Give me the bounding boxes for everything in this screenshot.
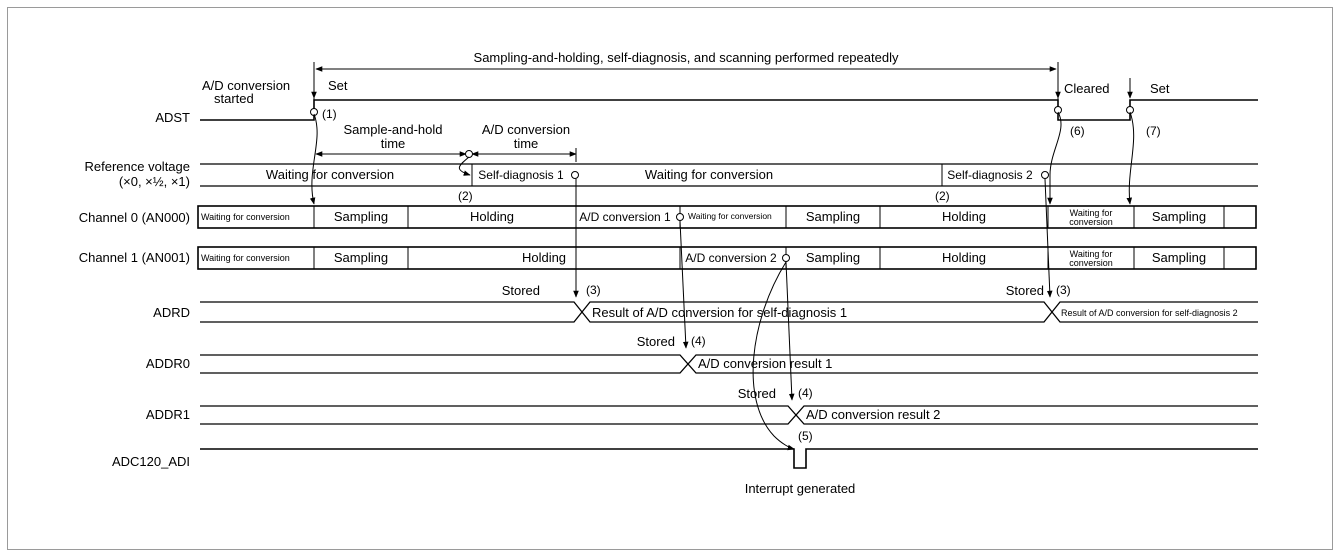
adrd-value-2: Result of A/D conversion for self-diagno… [1061, 308, 1238, 318]
interrupt-text: Interrupt generated [745, 481, 856, 496]
addr1-bus-bottom [200, 414, 1258, 425]
ch0-state-2: Sampling [334, 209, 388, 224]
step-7: (7) [1146, 124, 1161, 138]
step-2b: (2) [935, 189, 950, 203]
step-2a: (2) [458, 189, 473, 203]
ch1-state-2: Sampling [334, 250, 388, 265]
ch0-state-8a: Waiting for [1070, 208, 1113, 218]
step-4a: (4) [691, 334, 706, 348]
ch1-state-5: Sampling [806, 250, 860, 265]
ad-started-text-2: started [214, 91, 254, 106]
addr0-value: A/D conversion result 1 [698, 356, 832, 371]
ad-started-text-1: A/D conversion [202, 78, 290, 93]
adi-waveform [200, 448, 1258, 469]
adrd-value-1: Result of A/D conversion for self-diagno… [592, 305, 847, 320]
causal-arrows [309, 111, 1135, 451]
addr0-bus-bottom [200, 363, 1258, 374]
ch0-state-8b: conversion [1069, 217, 1113, 227]
ch1-ad2-marker [782, 254, 790, 262]
diagram-frame [7, 7, 1333, 550]
ch1-state-7b: conversion [1069, 258, 1113, 268]
ref-waiting-1: Waiting for conversion [266, 167, 394, 182]
ch0-label: Channel 0 (AN000) [79, 210, 190, 225]
event-marker-6 [1054, 106, 1062, 114]
ref-selfdiag-1: Self-diagnosis 1 [478, 168, 564, 182]
ch0-state-3: Holding [470, 209, 514, 224]
ref-selfdiag-2: Self-diagnosis 2 [947, 168, 1033, 182]
step-4b: (4) [798, 386, 813, 400]
event-marker-1 [310, 108, 318, 116]
ch1-state-6: Holding [942, 250, 986, 265]
ch1-state-3: Holding [522, 250, 566, 265]
ch1-state-7a: Waiting for [1070, 249, 1113, 259]
adst-waveform [200, 99, 1258, 121]
ad-time-text-2: time [514, 136, 539, 151]
step-3b: (3) [1056, 283, 1071, 297]
sample-hold-text-1: Sample-and-hold [343, 122, 442, 137]
ch1-state-8: Sampling [1152, 250, 1206, 265]
ch0-state-6: Sampling [806, 209, 860, 224]
cleared-text: Cleared [1064, 81, 1110, 96]
step-6: (6) [1070, 124, 1085, 138]
stored-text-4: Stored [738, 386, 776, 401]
set-text-2: Set [1150, 81, 1170, 96]
sample-hold-text-2: time [381, 136, 406, 151]
addr0-label: ADDR0 [146, 356, 190, 371]
ch0-state-1: Waiting for conversion [201, 212, 290, 222]
addr1-value: A/D conversion result 2 [806, 407, 940, 422]
adrd-bus-top [200, 301, 1258, 314]
step-1: (1) [322, 107, 337, 121]
stored-text-2: Stored [1006, 283, 1044, 298]
ch0-state-4: A/D conversion 1 [579, 210, 671, 224]
step-5: (5) [798, 429, 813, 443]
ref-waiting-2: Waiting for conversion [645, 167, 773, 182]
ref-voltage-label-1: Reference voltage [84, 159, 190, 174]
selfdiag1-marker [571, 171, 579, 179]
addr1-label: ADDR1 [146, 407, 190, 422]
set-text-1: Set [328, 78, 348, 93]
ch1-bus [197, 246, 1257, 270]
ad-time-text-1: A/D conversion [482, 122, 570, 137]
ch1-state-1: Waiting for conversion [201, 253, 290, 263]
adrd-label: ADRD [153, 305, 190, 320]
ch0-bus [197, 205, 1257, 229]
ch0-ad1-marker [676, 213, 684, 221]
ref-voltage-label-2: (×0, ×½, ×1) [119, 174, 190, 189]
sh-marker [465, 150, 473, 158]
adi-label: ADC120_ADI [112, 454, 190, 469]
stored-text-1: Stored [502, 283, 540, 298]
step-3a: (3) [586, 283, 601, 297]
ch0-state-7: Holding [942, 209, 986, 224]
adrd-bus-bottom [200, 310, 1258, 323]
repeat-span-text: Sampling-and-holding, self-diagnosis, an… [474, 50, 899, 65]
adst-label: ADST [155, 110, 190, 125]
stored-text-3: Stored [637, 334, 675, 349]
ch1-label: Channel 1 (AN001) [79, 250, 190, 265]
ch0-state-9: Sampling [1152, 209, 1206, 224]
ch0-state-5: Waiting for conversion [688, 211, 772, 221]
addr1-bus-top [200, 405, 1258, 416]
selfdiag2-marker [1041, 171, 1049, 179]
ch1-state-4: A/D conversion 2 [685, 251, 777, 265]
